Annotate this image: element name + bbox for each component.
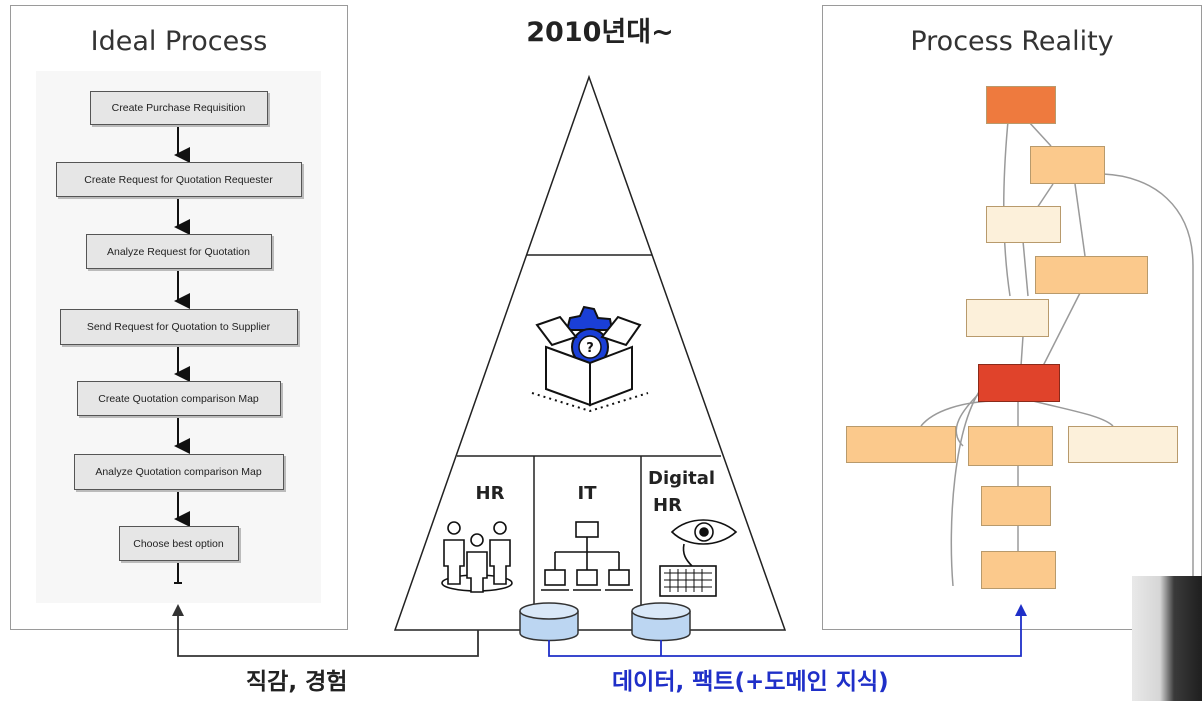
eye-keyboard-icon: [659, 519, 738, 597]
process-graph-edges: [920, 120, 1194, 631]
section-label-it: IT: [577, 483, 597, 504]
graph-node: [968, 426, 1053, 466]
ideal-process-panel: Ideal Process Create Purchase Requisitio…: [10, 5, 348, 630]
graph-node: [986, 206, 1061, 243]
ideal-process-flowchart: Create Purchase Requisition Create Reque…: [36, 71, 321, 603]
graph-node: [986, 86, 1056, 124]
section-label-digital-hr-line2: HR: [653, 495, 682, 516]
graph-node: [1035, 256, 1148, 294]
process-reality-graph: [823, 6, 1202, 631]
flow-step-send-rfq-supplier: Send Request for Quotation to Supplier: [59, 309, 298, 345]
flow-step-analyze-rfq: Analyze Request for Quotation: [85, 234, 272, 269]
people-group-icon: [441, 521, 513, 593]
flow-arrows: [174, 124, 190, 584]
graph-node: [981, 486, 1051, 526]
intuition-connector: [177, 614, 479, 657]
graph-node: [981, 551, 1056, 589]
svg-text:?: ?: [586, 341, 594, 356]
data-connector: [548, 614, 1022, 657]
data-facts-label: 데이터, 팩트(+도메인 지식): [612, 669, 889, 695]
section-label-digital-hr-line1: Digital: [648, 468, 716, 489]
graph-node: [1068, 426, 1178, 463]
database-icon: [519, 602, 579, 642]
database-icon: [631, 602, 691, 642]
graph-node: [978, 364, 1060, 402]
flow-step-choose-best-option: Choose best option: [118, 526, 239, 561]
process-reality-title: Process Reality: [910, 26, 1114, 57]
flow-step-create-rfq-requester: Create Request for Quotation Requester: [55, 162, 302, 197]
era-title: 2010년대~: [526, 17, 674, 48]
data-arrowhead: [1015, 604, 1027, 616]
presenter-video-thumbnail: [1132, 576, 1202, 701]
network-computers-icon: [541, 521, 633, 591]
question-box-gear-icon: ?: [531, 305, 649, 413]
process-reality-panel: Process Reality: [822, 5, 1202, 631]
ideal-process-title: Ideal Process: [90, 26, 268, 57]
graph-node: [966, 299, 1049, 337]
flow-step-analyze-comparison-map: Analyze Quotation comparison Map: [73, 454, 284, 490]
intuition-experience-label: 직감, 경험: [246, 669, 348, 695]
intuition-arrowhead: [172, 604, 184, 616]
graph-node: [846, 426, 956, 463]
graph-node: [1030, 146, 1105, 184]
flow-step-create-purchase-requisition: Create Purchase Requisition: [89, 91, 268, 125]
flow-step-create-comparison-map: Create Quotation comparison Map: [76, 381, 281, 416]
section-label-hr: HR: [475, 483, 505, 504]
